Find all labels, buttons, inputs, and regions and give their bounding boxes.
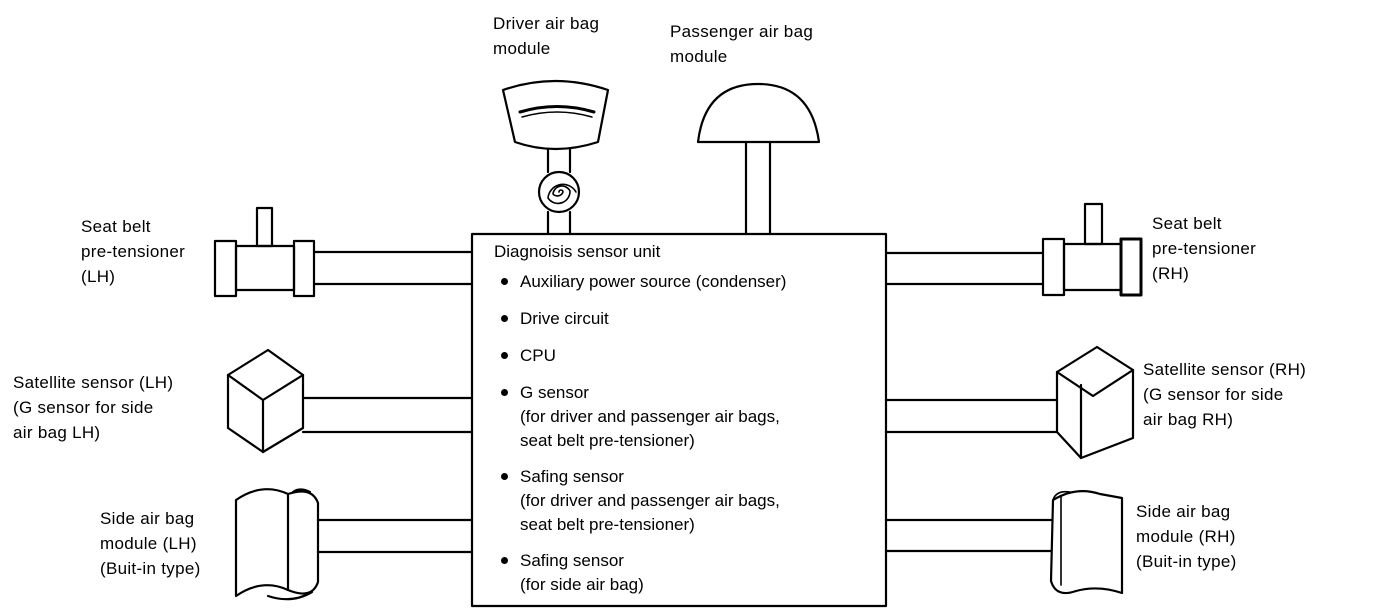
diagnosis-sensor-unit-box bbox=[470, 232, 888, 608]
pretensioner-lh-label: Seat belt pre-tensioner (LH) bbox=[81, 217, 186, 286]
sensor-unit-title: Diagnoisis sensor unit bbox=[494, 242, 661, 261]
pretensioner-rh-label: Seat belt pre-tensioner (RH) bbox=[1152, 214, 1257, 283]
passenger-airbag-module bbox=[696, 82, 821, 235]
satellite-sensor-rh-label: Satellite sensor (RH) (G sensor for side… bbox=[1143, 360, 1307, 429]
sensor-unit-item-list: Auxiliary power source (condenser) Drive… bbox=[497, 270, 887, 597]
side-airbag-module-lh-label: Side air bag module (LH) (Buit-in type) bbox=[100, 509, 201, 578]
sensor-unit-item: G sensor (for driver and passenger air b… bbox=[497, 381, 887, 465]
sensor-unit-item: Drive circuit bbox=[497, 307, 887, 344]
sensor-unit-item: CPU bbox=[497, 344, 887, 381]
satellite-sensor-lh-label: Satellite sensor (LH) (G sensor for side… bbox=[13, 373, 174, 442]
side-airbag-module-rh bbox=[884, 489, 1124, 595]
pretensioner-rh bbox=[884, 202, 1143, 297]
bullet-icon bbox=[501, 389, 508, 396]
side-airbag-module-rh-label: Side air bag module (RH) (Buit-in type) bbox=[1136, 502, 1237, 571]
side-airbag-module-lh bbox=[234, 488, 474, 601]
satellite-sensor-lh bbox=[226, 348, 474, 454]
bullet-icon bbox=[501, 557, 508, 564]
sensor-unit-item: Auxiliary power source (condenser) bbox=[497, 270, 887, 307]
bullet-icon bbox=[501, 315, 508, 322]
pretensioner-lh bbox=[213, 206, 474, 298]
bullet-icon bbox=[501, 473, 508, 480]
driver-airbag-module-label: Driver air bag module bbox=[493, 14, 600, 58]
satellite-sensor-rh bbox=[884, 345, 1135, 460]
bullet-icon bbox=[501, 278, 508, 285]
passenger-airbag-module-label: Passenger air bag module bbox=[670, 22, 814, 66]
driver-airbag-module bbox=[501, 79, 610, 235]
sensor-unit-item: Safing sensor (for driver and passenger … bbox=[497, 465, 887, 549]
sensor-unit-item: Safing sensor (for side air bag) bbox=[497, 549, 887, 597]
bullet-icon bbox=[501, 352, 508, 359]
